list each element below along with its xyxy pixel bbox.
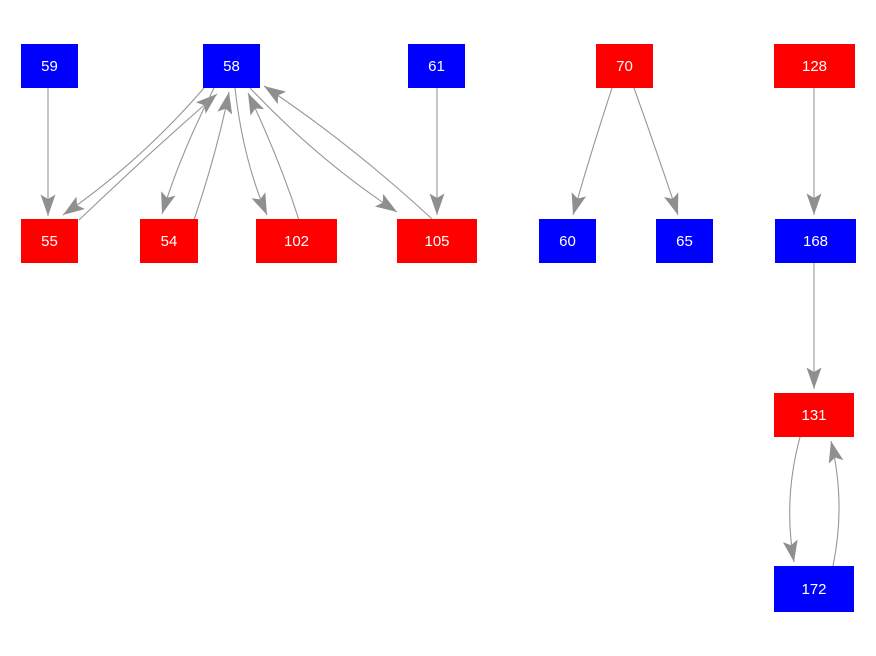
graph-node-55 — [21, 219, 78, 263]
graph-node-61 — [408, 44, 465, 88]
edge-102-58 — [247, 92, 300, 221]
graph-node-61-label: 61 — [428, 58, 445, 75]
graph-node-59 — [21, 44, 78, 88]
graph-node-102 — [256, 219, 337, 263]
graph-node-54-label: 54 — [161, 233, 178, 250]
graph-node-65-label: 65 — [676, 233, 693, 250]
graph-node-131-label: 131 — [801, 407, 826, 424]
graph-node-105 — [397, 219, 477, 263]
graph-node-58 — [203, 44, 260, 88]
graph-node-168-label: 168 — [803, 233, 828, 250]
graph-node-70 — [596, 44, 653, 88]
edge-172-131 — [828, 440, 844, 567]
graph-node-131 — [774, 393, 854, 437]
graph-node-55-label: 55 — [41, 233, 58, 250]
graph-node-128-label: 128 — [802, 58, 827, 75]
graph-node-168 — [775, 219, 856, 263]
edge-55-58 — [78, 93, 218, 221]
graph-node-172-label: 172 — [801, 581, 826, 598]
graph-node-54 — [140, 219, 198, 263]
edge-58-102 — [234, 87, 268, 216]
graph-node-58-label: 58 — [223, 58, 240, 75]
edge-58-105 — [249, 87, 398, 213]
edge-70-60 — [571, 87, 613, 216]
graph-node-65 — [656, 219, 713, 263]
graph-node-102-label: 102 — [284, 233, 309, 250]
edge-54-58 — [193, 91, 233, 221]
graph-node-172 — [774, 566, 854, 612]
edge-105-58 — [263, 85, 433, 220]
graph-node-59-label: 59 — [41, 58, 58, 75]
edge-58-54 — [161, 87, 215, 215]
edge-131-172 — [782, 436, 801, 563]
edge-58-55 — [62, 87, 205, 216]
graph-node-105-label: 105 — [424, 233, 449, 250]
graph-node-70-label: 70 — [616, 58, 633, 75]
edge-70-65 — [633, 87, 679, 216]
graph-node-60-label: 60 — [559, 233, 576, 250]
graph-node-60 — [539, 219, 596, 263]
graph-node-128 — [774, 44, 855, 88]
